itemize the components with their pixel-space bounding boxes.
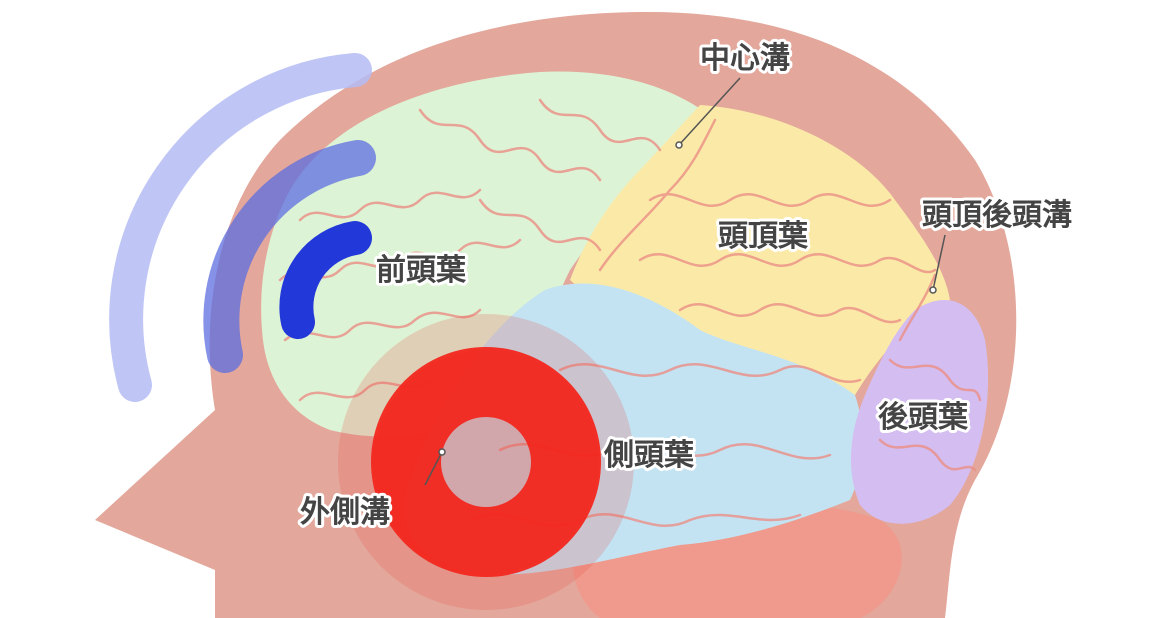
- label-lateral-sulcus: 外側溝: [300, 495, 390, 530]
- lobe-labels: 中心溝 頭頂葉 頭頂後頭溝 前頭葉 後頭葉 側頭葉 外側溝: [297, 38, 1075, 533]
- occipital-lobe-region: [850, 300, 989, 524]
- wave-inner: [279, 221, 372, 339]
- wave-middle: [203, 140, 376, 373]
- label-central-sulcus: 中心溝: [700, 41, 790, 76]
- label-temporal-lobe: 側頭葉: [603, 438, 695, 473]
- target-ring: [371, 347, 601, 577]
- signal-waves: [109, 53, 376, 402]
- wave-outer: [109, 53, 372, 402]
- label-parietal-lobe: 頭頂葉: [718, 219, 809, 254]
- label-parieto-occipital-sulcus: 頭頂後頭溝: [922, 198, 1072, 233]
- stimulation-target: [338, 314, 634, 610]
- label-occipital-lobe: 後頭葉: [878, 400, 969, 435]
- leader-lines: [424, 77, 946, 486]
- label-frontal-lobe: 前頭葉: [376, 253, 467, 288]
